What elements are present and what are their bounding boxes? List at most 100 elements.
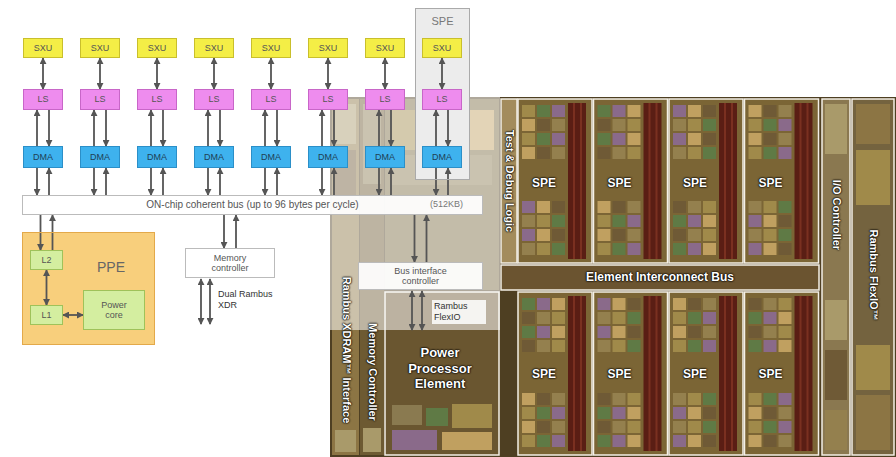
die-texture [703, 326, 716, 338]
die-texture [749, 435, 762, 447]
local-store-box: LS [308, 89, 348, 110]
die-spe-memory [719, 103, 737, 259]
die-texture [749, 407, 762, 419]
die-texture [856, 104, 890, 144]
container-fill [415, 8, 470, 180]
die-texture [856, 150, 890, 205]
die-texture [628, 326, 641, 338]
die-texture [392, 405, 422, 425]
die-texture [688, 229, 701, 241]
node-text: SXU [148, 43, 167, 53]
die-texture [688, 147, 701, 159]
node-text: SXU [376, 43, 395, 53]
die-outline [669, 292, 743, 455]
die-texture [800, 103, 802, 259]
die-texture [537, 393, 550, 405]
die-texture [537, 105, 550, 117]
connector-arrow [321, 110, 323, 146]
cache-box: L1 [30, 305, 63, 325]
die-texture [673, 243, 686, 255]
die-texture [764, 393, 777, 405]
die-texture [537, 201, 550, 213]
die-region-label: SPE [532, 176, 556, 190]
connector-arrow [162, 110, 164, 146]
die-spe-cell [518, 99, 592, 263]
die-texture [724, 103, 726, 259]
die-texture [703, 133, 716, 145]
die-spe-cell [745, 99, 819, 263]
die-texture [688, 243, 701, 255]
port-label: Dual Rambus XDR [218, 289, 274, 311]
die-texture [703, 243, 716, 255]
die-texture [537, 243, 550, 255]
die-texture [688, 312, 701, 324]
node-text: LS [37, 94, 48, 104]
die-texture [598, 105, 611, 117]
die-texture [673, 326, 686, 338]
die-outline [594, 292, 668, 455]
die-texture [537, 229, 550, 241]
die-texture [537, 435, 550, 447]
port-label: Rambus FlexIO [432, 300, 486, 324]
die-texture [764, 407, 777, 419]
die-texture [703, 229, 716, 241]
die-texture [580, 296, 582, 451]
die-region-label: Memory Controller [365, 323, 378, 421]
die-texture [598, 312, 611, 324]
die-texture [598, 229, 611, 241]
die-texture [749, 147, 762, 159]
die-texture [628, 119, 641, 131]
connector-arrow [235, 215, 237, 248]
die-texture [522, 312, 535, 324]
die-spe-memory [719, 296, 737, 451]
connector-arrow [276, 110, 278, 146]
die-texture [613, 215, 626, 227]
node-text: SXU [205, 43, 224, 53]
connector-arrow [270, 58, 272, 89]
die-texture [703, 407, 716, 419]
die-texture [688, 393, 701, 405]
connector-arrow [48, 110, 50, 146]
die-texture [856, 345, 890, 390]
die-region-label: Rambus XDRAM™ Interface [339, 277, 352, 424]
die-texture [673, 133, 686, 145]
die-texture [749, 215, 762, 227]
die-texture [825, 350, 847, 400]
dma-box: DMA [365, 146, 405, 168]
die-texture [749, 229, 762, 241]
sxu-box: SXU [308, 38, 348, 58]
die-texture [613, 421, 626, 433]
die-texture [673, 421, 686, 433]
bus-bar: ON-chip coherent bus (up to 96 bytes per… [22, 195, 483, 215]
connector-arrow [93, 168, 95, 195]
die-texture [673, 393, 686, 405]
die-texture [598, 435, 611, 447]
die-texture [628, 229, 641, 241]
connector-arrow [321, 168, 323, 195]
sxu-box: SXU [422, 38, 462, 58]
die-texture [779, 421, 792, 433]
connector-arrow [426, 215, 428, 262]
node-text: SXU [91, 43, 110, 53]
die-texture [673, 407, 686, 419]
die-texture [764, 421, 777, 433]
die-texture [552, 201, 565, 213]
die-texture [628, 312, 641, 324]
die-texture [552, 435, 565, 447]
die-texture [537, 147, 550, 159]
die-texture [522, 201, 535, 213]
die-texture [628, 393, 641, 405]
sxu-box: SXU [251, 38, 291, 58]
connector-arrow [156, 58, 158, 89]
sxu-box: SXU [365, 38, 405, 58]
connector-arrow [42, 58, 44, 89]
die-texture [522, 340, 535, 352]
die-texture [598, 243, 611, 255]
connector-arrow [105, 168, 107, 195]
die-texture [749, 421, 762, 433]
die-texture [673, 340, 686, 352]
node-text: DMA [318, 152, 338, 162]
die-texture [426, 408, 448, 426]
local-store-box: LS [80, 89, 120, 110]
die-texture [656, 103, 658, 259]
